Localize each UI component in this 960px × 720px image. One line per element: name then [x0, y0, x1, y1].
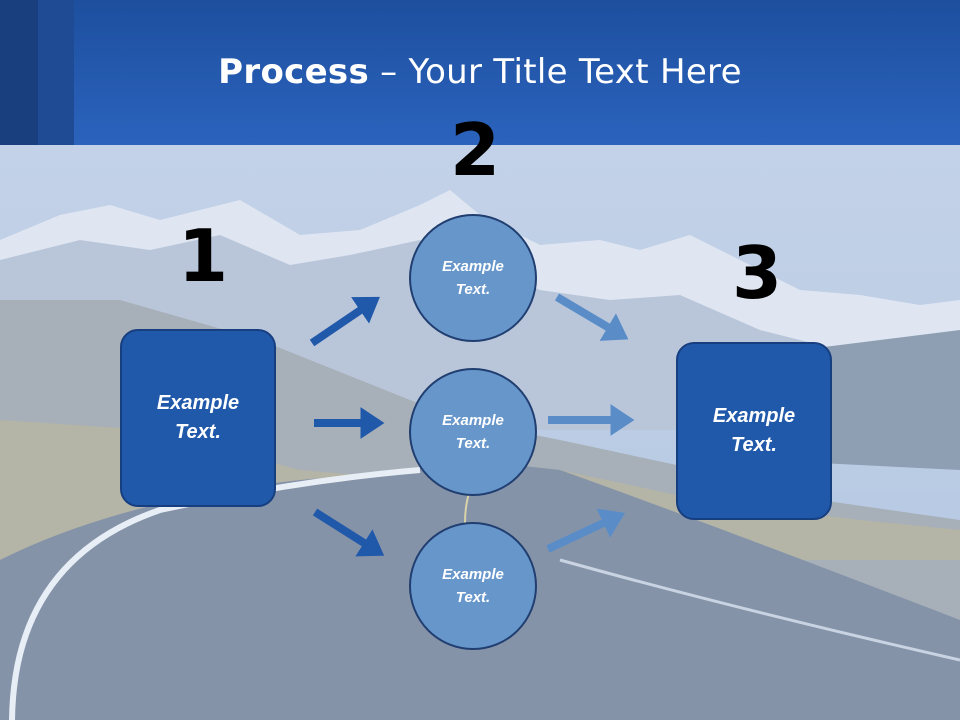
- step-number-3: 3: [732, 231, 783, 315]
- arrow-to-bottom-circle: [312, 508, 385, 557]
- slide-title: Process – Your Title Text Here: [0, 52, 960, 92]
- step2-circle-middle: Example Text.: [409, 368, 537, 496]
- step2-circle-top: Example Text.: [409, 214, 537, 342]
- step-number-2: 2: [450, 108, 501, 192]
- title-rest: – Your Title Text Here: [369, 52, 742, 92]
- title-bold: Process: [218, 52, 370, 92]
- step3-box: Example Text.: [676, 342, 832, 520]
- step-number-1: 1: [178, 214, 229, 298]
- arrow-from-bottom-circle: [546, 508, 626, 553]
- title-bar: [0, 0, 960, 145]
- header-accent-strip: [0, 0, 38, 145]
- header-accent-strip-secondary: [38, 0, 74, 145]
- arrow-to-top-circle: [309, 296, 380, 347]
- step1-box: Example Text.: [120, 329, 276, 507]
- arrow-from-top-circle: [554, 293, 629, 341]
- step2-circle-bottom: Example Text.: [409, 522, 537, 650]
